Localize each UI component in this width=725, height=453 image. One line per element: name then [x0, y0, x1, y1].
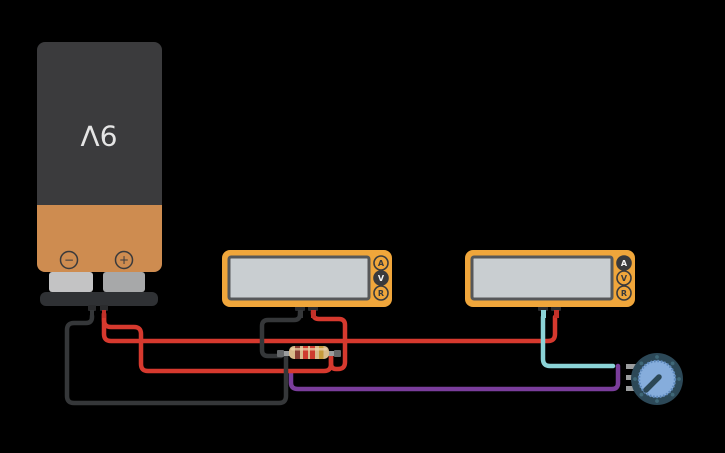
multimeter-1-mode-ohms-button[interactable]: R — [373, 285, 389, 301]
battery-cell-bottom — [37, 205, 162, 272]
potentiometer-pointer — [643, 374, 662, 393]
potentiometer-knurl — [637, 359, 677, 399]
battery-post-positive — [103, 272, 145, 292]
potentiometer-mount-dots — [633, 355, 681, 403]
svg-text:V: V — [621, 274, 628, 283]
resistor[interactable] — [277, 346, 341, 359]
wire-battery-positive-to-multimeter2[interactable] — [101, 311, 558, 344]
wire-multimeter1-com-to-resistor[interactable] — [259, 309, 303, 359]
battery-9v[interactable]: 9V − + — [37, 42, 162, 318]
resistor-lead-cap-left — [277, 350, 284, 357]
battery-post-negative — [49, 272, 93, 292]
battery-negative-terminal[interactable] — [88, 305, 96, 318]
potentiometer[interactable] — [631, 353, 683, 405]
multimeter-1-mode-amps-button[interactable]: A — [373, 255, 389, 271]
resistor-lead-cap-right — [334, 350, 341, 357]
wire-multimeter2-com-to-potentiometer[interactable] — [540, 314, 616, 369]
wire-battery-negative-to-resistor[interactable] — [64, 313, 289, 406]
battery-negative-mark: − — [59, 250, 79, 270]
battery-connector-bar — [40, 292, 158, 306]
battery-voltage-label: 9V — [81, 119, 118, 152]
resistor-band-2 — [303, 346, 308, 359]
resistor-band-1 — [295, 346, 300, 359]
battery-positive-mark: + — [114, 250, 134, 270]
svg-text:−: − — [64, 253, 74, 267]
resistor-gloss — [291, 348, 327, 351]
multimeter-2-display — [470, 255, 614, 301]
wire-multimeter1-probe-to-resistor[interactable] — [310, 309, 348, 372]
svg-text:R: R — [378, 289, 384, 298]
svg-text:A: A — [378, 259, 385, 268]
multimeter-1-mode-volts-button[interactable]: V — [373, 270, 389, 286]
battery-positive-terminal[interactable] — [100, 305, 108, 318]
wire-potentiometer-return[interactable] — [288, 363, 621, 392]
multimeter-2-mode-amps-button[interactable]: A — [616, 255, 632, 271]
svg-text:A: A — [621, 259, 628, 268]
battery-cell-top — [37, 42, 162, 205]
multimeter-2-mode-volts-button[interactable]: V — [616, 270, 632, 286]
multimeter-1[interactable]: A V R — [222, 250, 392, 318]
resistor-band-4 — [319, 346, 324, 359]
svg-text:+: + — [119, 253, 129, 267]
resistor-band-3 — [310, 346, 315, 359]
svg-text:R: R — [621, 289, 627, 298]
multimeter-2[interactable]: A V R — [465, 250, 635, 318]
multimeter-2-mode-ohms-button[interactable]: R — [616, 285, 632, 301]
wire-battery-positive-to-resistor[interactable] — [101, 311, 334, 374]
svg-text:V: V — [378, 274, 385, 283]
multimeter-1-display — [227, 255, 371, 301]
